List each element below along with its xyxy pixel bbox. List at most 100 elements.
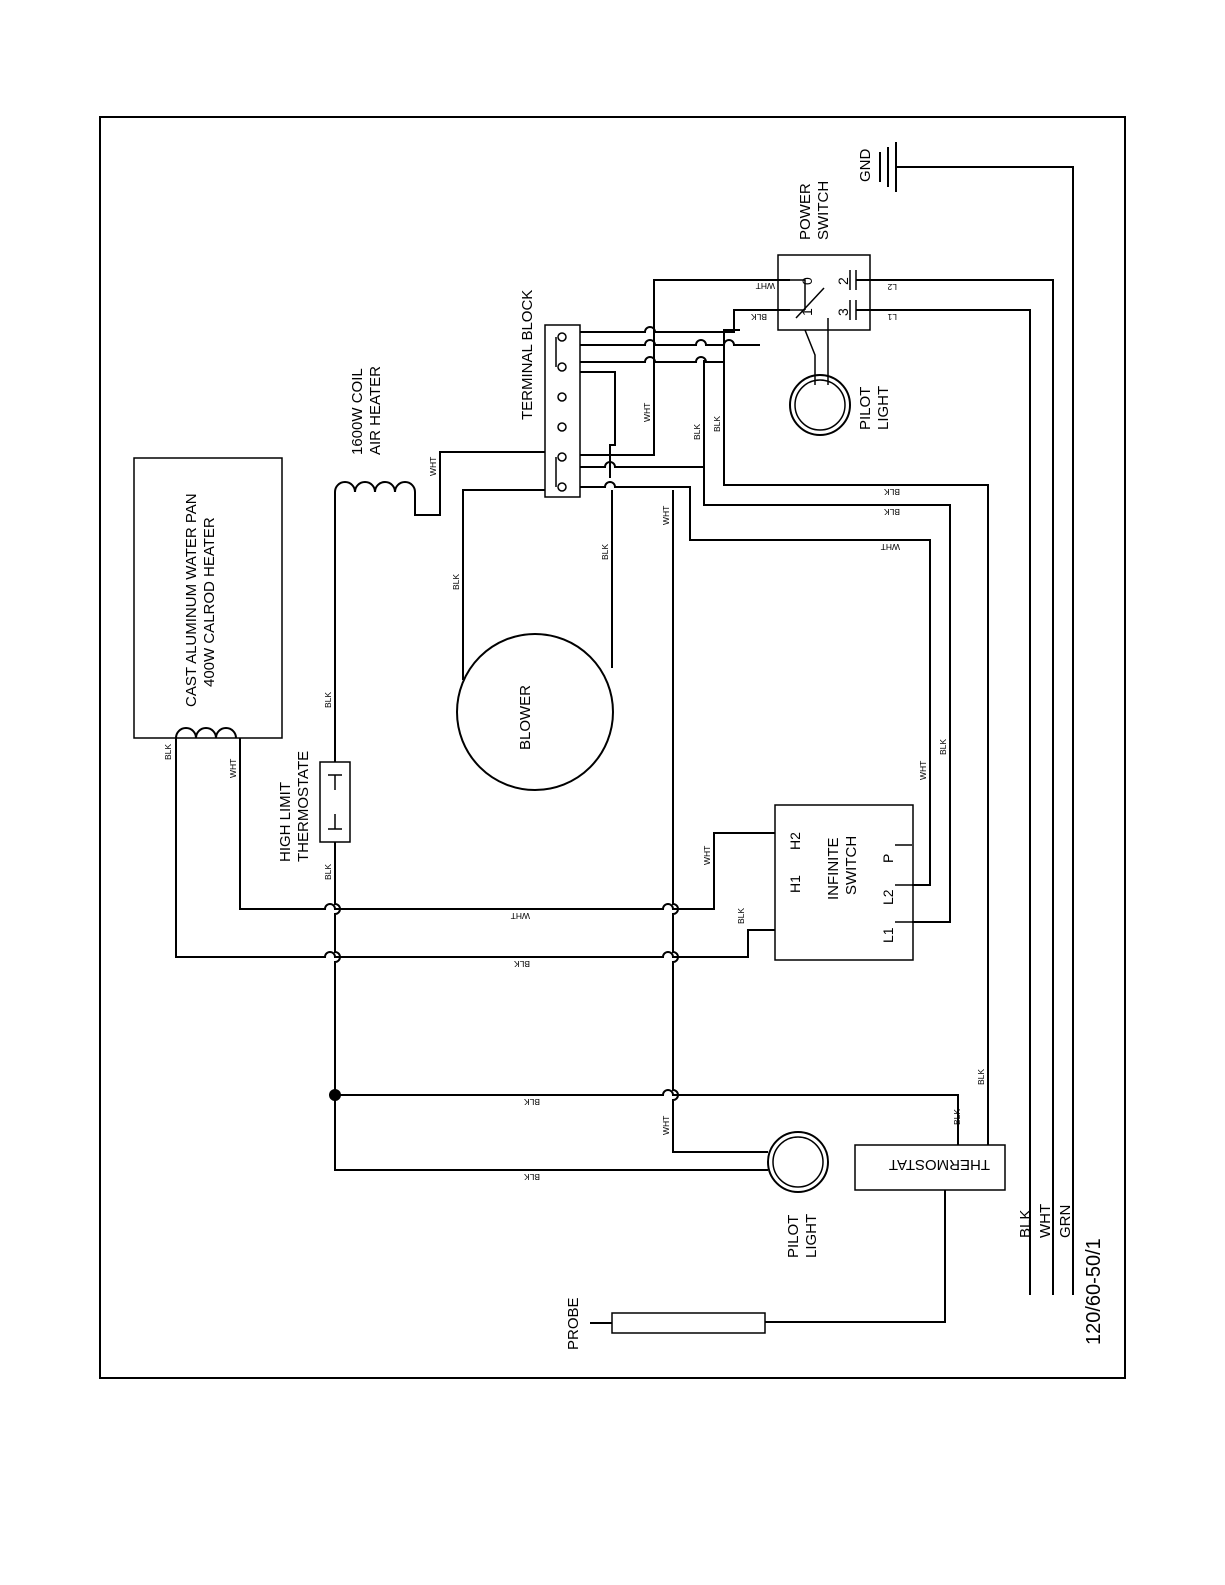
wire-airheater-wht bbox=[414, 451, 545, 516]
terminal-4 bbox=[557, 422, 567, 432]
ground-label: GND bbox=[857, 149, 874, 183]
water-pan-heater-coil bbox=[175, 727, 237, 739]
wire-label-wht: WHT bbox=[756, 281, 775, 291]
air-heater-coil bbox=[334, 481, 416, 493]
terminal-3 bbox=[557, 392, 567, 402]
blower-label: BLOWER bbox=[517, 685, 534, 750]
wire-tb-blk-a bbox=[580, 360, 705, 468]
terminal-2 bbox=[557, 362, 567, 372]
infinite-switch-terminal-l2: L2 bbox=[880, 889, 896, 905]
power-switch-l2-label: L2 bbox=[887, 282, 897, 292]
pilot-light-bottom-label-2: LIGHT bbox=[803, 1214, 820, 1258]
wire-label-blk: BLK bbox=[952, 1109, 962, 1125]
wire-label-blk: BLK bbox=[451, 574, 461, 590]
wire-label-wht: WHT bbox=[661, 1116, 671, 1135]
pilot-light-top-outer bbox=[789, 374, 851, 436]
power-switch-terminal-1: 1 bbox=[799, 308, 815, 316]
wire-supply-blk bbox=[856, 309, 1031, 1295]
wire-label-blk: BLK bbox=[976, 1069, 986, 1085]
high-limit-label-2: THERMOSTATE bbox=[295, 751, 312, 862]
wire-label-blk: BLK bbox=[884, 507, 900, 517]
supply-wire-blk: BLK bbox=[1017, 1210, 1034, 1238]
supply-wire-grn: GRN bbox=[1057, 1205, 1074, 1238]
wire-blower-blk-1 bbox=[462, 489, 545, 680]
wire-label-blk: BLK bbox=[524, 1172, 540, 1182]
wire-tb-powerswitch-1 bbox=[580, 309, 790, 333]
water-pan-label-2: 400W CALROD HEATER bbox=[201, 517, 218, 687]
power-switch-terminal-3: 3 bbox=[835, 308, 851, 316]
thermostat-label: THERMOSTAT bbox=[889, 1156, 990, 1173]
wire-tb-2 bbox=[580, 339, 760, 346]
wire-waterpan-blk bbox=[175, 738, 775, 958]
wire-label-wht: WHT bbox=[228, 759, 238, 778]
air-heater-label-1: 1600W COIL bbox=[349, 368, 366, 455]
pilot-light-bottom-outer bbox=[767, 1131, 829, 1193]
infinite-switch-terminal-l1: L1 bbox=[880, 927, 896, 943]
high-limit-label-1: HIGH LIMIT bbox=[277, 782, 294, 862]
terminal-1 bbox=[557, 332, 567, 342]
power-switch-terminal-0: 0 bbox=[799, 277, 815, 285]
supply-wire-wht: WHT bbox=[1037, 1204, 1054, 1238]
wire-highlimit-blk bbox=[334, 842, 341, 1095]
wire-label-blk: BLK bbox=[323, 864, 333, 880]
power-switch-box bbox=[777, 254, 871, 331]
infinite-switch-terminal-h1: H1 bbox=[787, 875, 803, 893]
wire-label-blk: BLK bbox=[938, 739, 948, 755]
infinite-switch-label-2: SWITCH bbox=[843, 836, 860, 895]
water-pan-label-1: CAST ALUMINUM WATER PAN bbox=[183, 493, 200, 707]
terminal-6 bbox=[557, 482, 567, 492]
infinite-switch-terminal-p: P bbox=[880, 854, 896, 863]
high-limit-contacts bbox=[328, 774, 342, 830]
infinite-switch-terminals bbox=[895, 844, 912, 923]
wire-supply-wht bbox=[856, 279, 1054, 1295]
terminal-block-label: TERMINAL BLOCK bbox=[519, 290, 536, 420]
wire-label-wht: WHT bbox=[511, 911, 530, 921]
wire-label-blk: BLK bbox=[736, 908, 746, 924]
wire-tb-thermostat-blk bbox=[723, 362, 989, 1145]
wire-infswitch-l2-wht bbox=[580, 481, 931, 886]
wire-label-blk: BLK bbox=[323, 692, 333, 708]
wire-label-blk: BLK bbox=[163, 744, 173, 760]
power-switch-arm bbox=[795, 287, 825, 319]
pilot-light-bottom-inner bbox=[772, 1136, 824, 1188]
power-switch-terminal-2: 2 bbox=[835, 277, 851, 285]
wire-label-blk: BLK bbox=[692, 424, 702, 440]
wire-label-wht: WHT bbox=[702, 846, 712, 865]
high-limit-thermostat bbox=[319, 761, 351, 843]
wire-thermostat-probe bbox=[765, 1190, 946, 1323]
wire-label-wht: WHT bbox=[918, 761, 928, 780]
power-switch-label-1: POWER bbox=[797, 183, 814, 240]
infinite-switch-terminal-h2: H2 bbox=[787, 832, 803, 850]
pilot-light-top-label-2: LIGHT bbox=[875, 386, 892, 430]
pilot-light-top-inner bbox=[794, 379, 846, 431]
wire-ground-grn bbox=[896, 166, 1074, 1295]
wire-label-blk: BLK bbox=[751, 312, 767, 322]
probe-body bbox=[611, 1312, 766, 1334]
wire-label-wht: WHT bbox=[881, 542, 900, 552]
supply-rating: 120/60-50/1 bbox=[1083, 1238, 1105, 1345]
wire-junction-thermostat-blk bbox=[335, 1089, 959, 1145]
water-pan-box bbox=[133, 457, 283, 739]
ground-symbol bbox=[879, 142, 897, 192]
wire-junction-pilot-blk bbox=[334, 1095, 768, 1171]
thermostat-box bbox=[854, 1144, 1006, 1191]
wire-label-blk: BLK bbox=[884, 487, 900, 497]
wire-label-blk: BLK bbox=[514, 959, 530, 969]
wire-tb-powerswitch-wht bbox=[580, 279, 790, 456]
terminal-5 bbox=[557, 452, 567, 462]
wire-tb-3 bbox=[580, 329, 740, 363]
wire-waterpan-wht bbox=[239, 738, 775, 910]
infinite-switch-box bbox=[774, 804, 914, 961]
wire-label-wht: WHT bbox=[428, 457, 438, 476]
infinite-switch-label-1: INFINITE bbox=[825, 838, 842, 901]
terminal-block bbox=[544, 324, 581, 498]
air-heater-label-2: AIR HEATER bbox=[367, 366, 384, 455]
diagram-border bbox=[99, 116, 1126, 1379]
wire-label-blk: BLK bbox=[524, 1097, 540, 1107]
wire-label-wht: WHT bbox=[661, 506, 671, 525]
pilot-light-top-label-1: PILOT bbox=[857, 387, 874, 430]
wire-label-blk: BLK bbox=[600, 544, 610, 560]
probe-label: PROBE bbox=[565, 1297, 582, 1350]
pilot-light-bottom-label-1: PILOT bbox=[785, 1215, 802, 1258]
